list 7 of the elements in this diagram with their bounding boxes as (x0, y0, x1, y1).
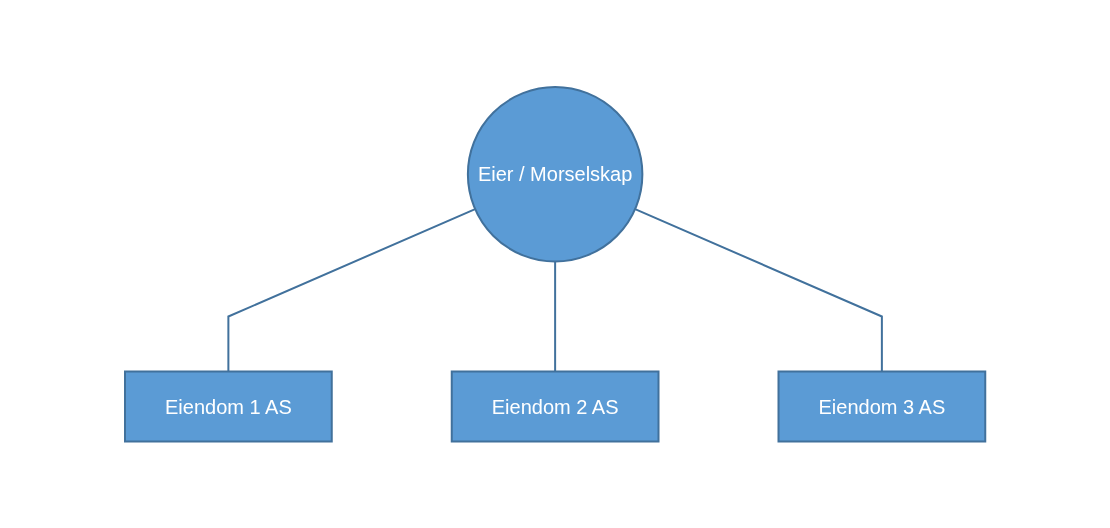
node-box: Eiendom 1 AS (123, 370, 333, 443)
node-box: Eiendom 3 AS (777, 370, 987, 443)
node-circle: Eier / Morselskap (466, 85, 644, 263)
connector (227, 207, 476, 373)
node-box: Eiendom 2 AS (450, 370, 660, 443)
connector (554, 260, 556, 373)
connector (634, 207, 883, 373)
